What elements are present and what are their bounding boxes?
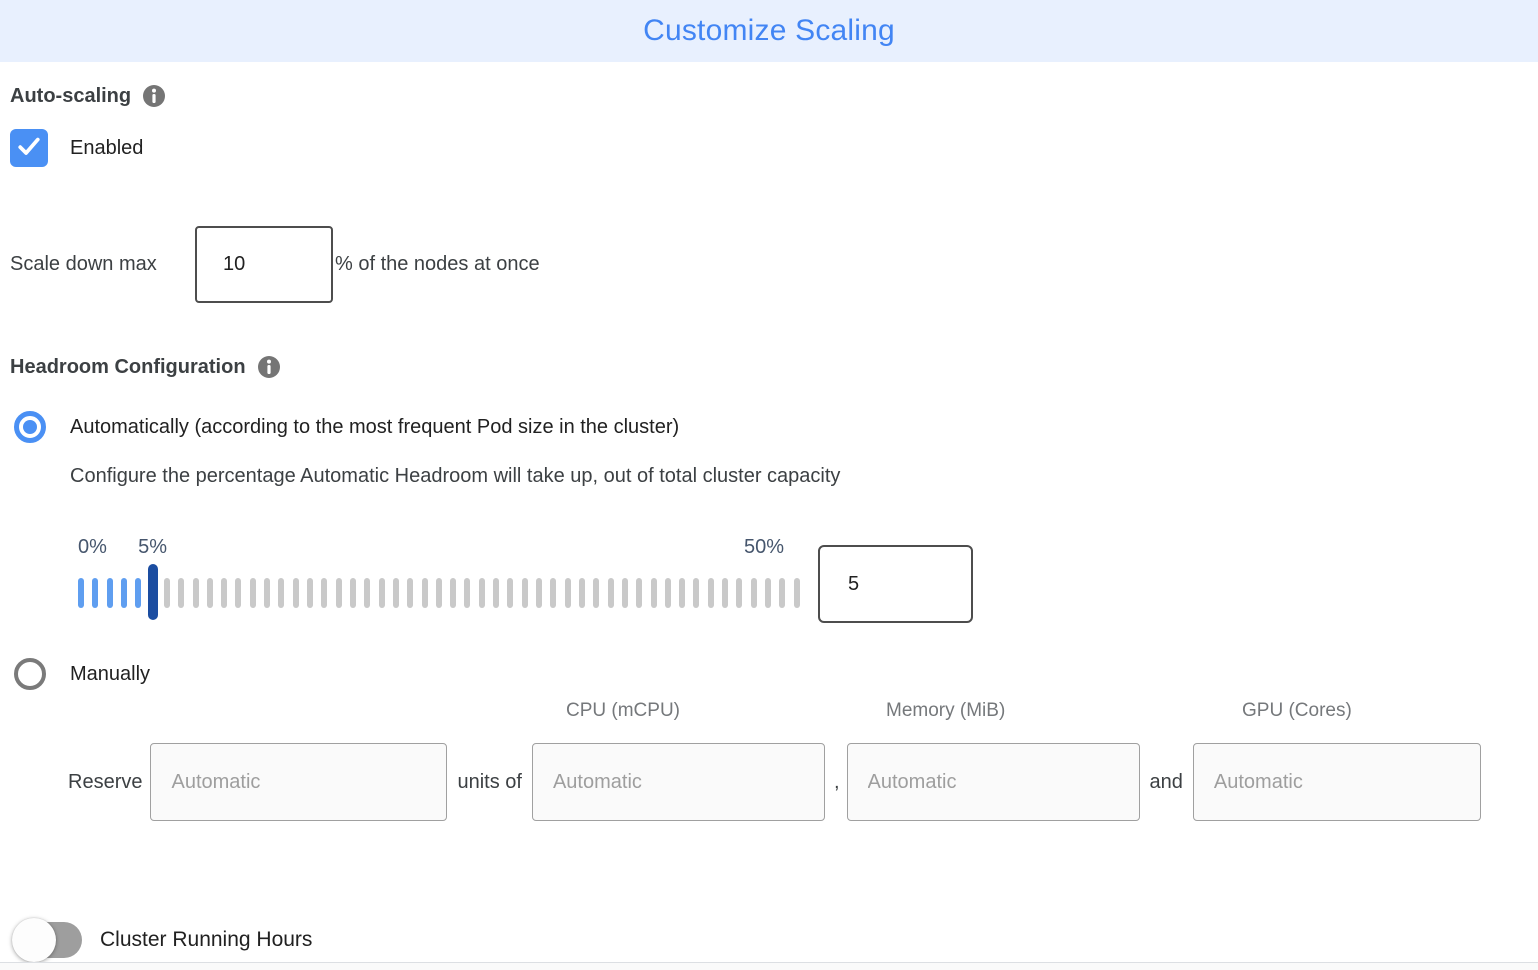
auto-scaling-enabled-checkbox[interactable] (10, 129, 48, 167)
auto-scaling-heading: Auto-scaling (10, 84, 1528, 108)
slider-tick (693, 578, 700, 608)
slider-tick (578, 578, 585, 608)
headroom-automatic-option[interactable]: Automatically (according to the most fre… (10, 411, 1528, 443)
scale-down-prefix: Scale down max (10, 252, 157, 275)
panel-header: Customize Scaling (0, 0, 1538, 62)
reserve-label: Reserve (68, 770, 143, 793)
info-icon[interactable] (143, 85, 166, 107)
slider-tick (736, 578, 743, 608)
toggle-knob[interactable] (12, 918, 56, 962)
slider-tick (421, 578, 428, 608)
slider-tick (378, 578, 385, 608)
slider-tick (135, 578, 142, 608)
slider-tick (120, 578, 127, 608)
slider-tick (650, 578, 657, 608)
slider-tick (621, 578, 628, 608)
automatic-radio-label: Automatically (according to the most fre… (70, 415, 680, 438)
slider-tick (707, 578, 714, 608)
memory-column-header: Memory (MiB) (886, 700, 1006, 721)
slider-tick (178, 578, 185, 608)
manual-radio[interactable] (14, 658, 46, 690)
slider-tick (793, 578, 800, 608)
slider-tick (249, 578, 256, 608)
reserve-gpu-input[interactable] (1192, 743, 1481, 821)
slider-tick (536, 578, 542, 608)
slider-marker-handle[interactable] (147, 564, 158, 620)
slider-tick (593, 578, 600, 608)
slider-tick (349, 578, 356, 608)
slider-min-label: 0% (78, 536, 107, 558)
scale-down-suffix: % of the nodes at once (335, 252, 540, 275)
scale-down-row: Scale down max % of the nodes at once (10, 225, 1528, 303)
cluster-running-hours-label: Cluster Running Hours (100, 928, 313, 951)
cluster-running-hours-row: Cluster Running Hours (10, 918, 1528, 962)
slider-tick (235, 578, 242, 608)
slider-tick (221, 578, 228, 608)
slider-tick (106, 578, 113, 608)
slider-tick (521, 578, 528, 608)
manual-radio-label: Manually (70, 662, 151, 685)
slider-tick (450, 578, 457, 608)
slider-tick (750, 578, 757, 608)
headroom-label: Headroom Configuration (10, 355, 246, 378)
auto-scaling-enabled-row: Enabled (10, 129, 1528, 167)
slider-tick (307, 578, 313, 608)
reserve-count-input[interactable] (150, 743, 448, 821)
checkmark-icon (15, 132, 43, 165)
slider-tick (163, 578, 170, 608)
page-title: Customize Scaling (643, 14, 895, 47)
slider-tick (507, 578, 514, 608)
info-icon[interactable] (257, 356, 280, 378)
slider-tick (292, 578, 299, 608)
slider-tick (206, 578, 213, 608)
bottom-divider (0, 962, 1538, 970)
slider-tick (435, 578, 442, 608)
slider-tick (550, 578, 557, 608)
headroom-manual-option[interactable]: Manually (10, 658, 1528, 690)
headroom-percentage-input[interactable] (818, 545, 973, 623)
slider-tick (679, 578, 686, 608)
slider-tick (464, 578, 471, 608)
cluster-running-hours-toggle[interactable] (12, 918, 82, 962)
and-label: and (1149, 770, 1183, 793)
headroom-percentage-slider: 0% 5% 50% (78, 536, 1068, 624)
slider-tick (335, 578, 342, 608)
scale-down-max-input[interactable] (195, 225, 333, 303)
slider-tick (478, 578, 485, 608)
reserve-column-headers: CPU (mCPU) Memory (MiB) GPU (Cores) (10, 700, 1528, 722)
panel-body: Auto-scaling Enabled Scale down ma (0, 84, 1538, 962)
slider-tick (392, 578, 399, 608)
gpu-column-header: GPU (Cores) (1242, 700, 1352, 721)
reserve-cpu-input[interactable] (531, 743, 825, 821)
headroom-heading: Headroom Configuration (10, 355, 1528, 379)
slider-tick (92, 578, 99, 608)
slider-tick (664, 578, 671, 608)
slider-tick (493, 578, 500, 608)
slider-tick (278, 578, 285, 608)
manual-reserve-row: Reserve units of , and (10, 742, 1528, 822)
slider-ticks[interactable] (78, 578, 800, 608)
slider-tick (765, 578, 771, 608)
slider-tick (78, 578, 84, 608)
enabled-label: Enabled (70, 136, 144, 159)
slider-tick (321, 578, 328, 608)
automatic-radio[interactable] (14, 411, 46, 443)
slider-tick (722, 578, 729, 608)
slider-tick (364, 578, 371, 608)
slider-tick (779, 578, 786, 608)
slider-tick (636, 578, 643, 608)
units-of-label: units of (457, 770, 522, 793)
slider-tick (264, 578, 271, 608)
slider-tick (564, 578, 571, 608)
slider-current-label: 5% (138, 536, 168, 558)
auto-scaling-label: Auto-scaling (10, 84, 132, 107)
reserve-memory-input[interactable] (846, 743, 1140, 821)
slider-tick (407, 578, 414, 608)
comma-separator: , (833, 770, 840, 793)
slider-tick (192, 578, 199, 608)
slider-max-label: 50% (744, 536, 785, 558)
cpu-column-header: CPU (mCPU) (566, 700, 680, 721)
slider-tick (607, 578, 614, 608)
headroom-description: Configure the percentage Automatic Headr… (70, 465, 841, 487)
